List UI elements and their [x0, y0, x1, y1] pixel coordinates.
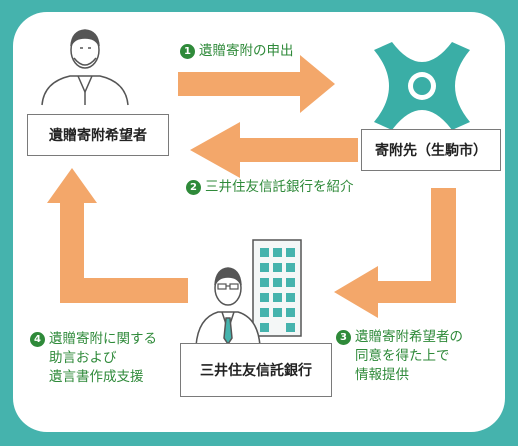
- step-number-3: 3: [336, 330, 351, 345]
- step-2-line-1: 三井住友信託銀行を紹介: [205, 179, 354, 195]
- step-4-line-3: 遺言書作成支援: [49, 369, 144, 385]
- arrow-step-3: [334, 188, 456, 318]
- bank-building-icon: [252, 239, 302, 337]
- banker-person-icon: [195, 267, 261, 347]
- step-1-line-1: 遺贈寄附の申出: [199, 43, 294, 59]
- node-bank: 三井住友信託銀行: [180, 343, 332, 397]
- arrow-step-4: [47, 168, 188, 303]
- step-3-line-2: 同意を得た上で: [355, 348, 450, 364]
- step-number-1: 1: [180, 44, 195, 59]
- step-4-label: 4 遺贈寄附に関する 助言および 遺言書作成支援: [30, 330, 157, 387]
- node-city: 寄附先（生駒市）: [361, 129, 501, 171]
- node-donor: 遺贈寄附希望者: [27, 114, 169, 156]
- step-3-line-3: 情報提供: [355, 367, 409, 383]
- step-number-4: 4: [30, 332, 45, 347]
- arrow-step-1: [178, 55, 335, 113]
- step-4-line-2: 助言および: [49, 350, 117, 366]
- donor-person-icon: [41, 29, 129, 106]
- step-3-label: 3 遺贈寄附希望者の 同意を得た上で 情報提供: [336, 328, 463, 385]
- step-2-label: 2 三井住友信託銀行を紹介: [186, 178, 354, 197]
- step-4-line-1: 遺贈寄附に関する: [49, 331, 157, 347]
- step-1-label: 1 遺贈寄附の申出: [180, 42, 294, 61]
- step-3-line-1: 遺贈寄附希望者の: [355, 329, 463, 345]
- step-number-2: 2: [186, 180, 201, 195]
- city-logo-icon: [374, 42, 470, 130]
- arrow-step-2: [190, 122, 358, 178]
